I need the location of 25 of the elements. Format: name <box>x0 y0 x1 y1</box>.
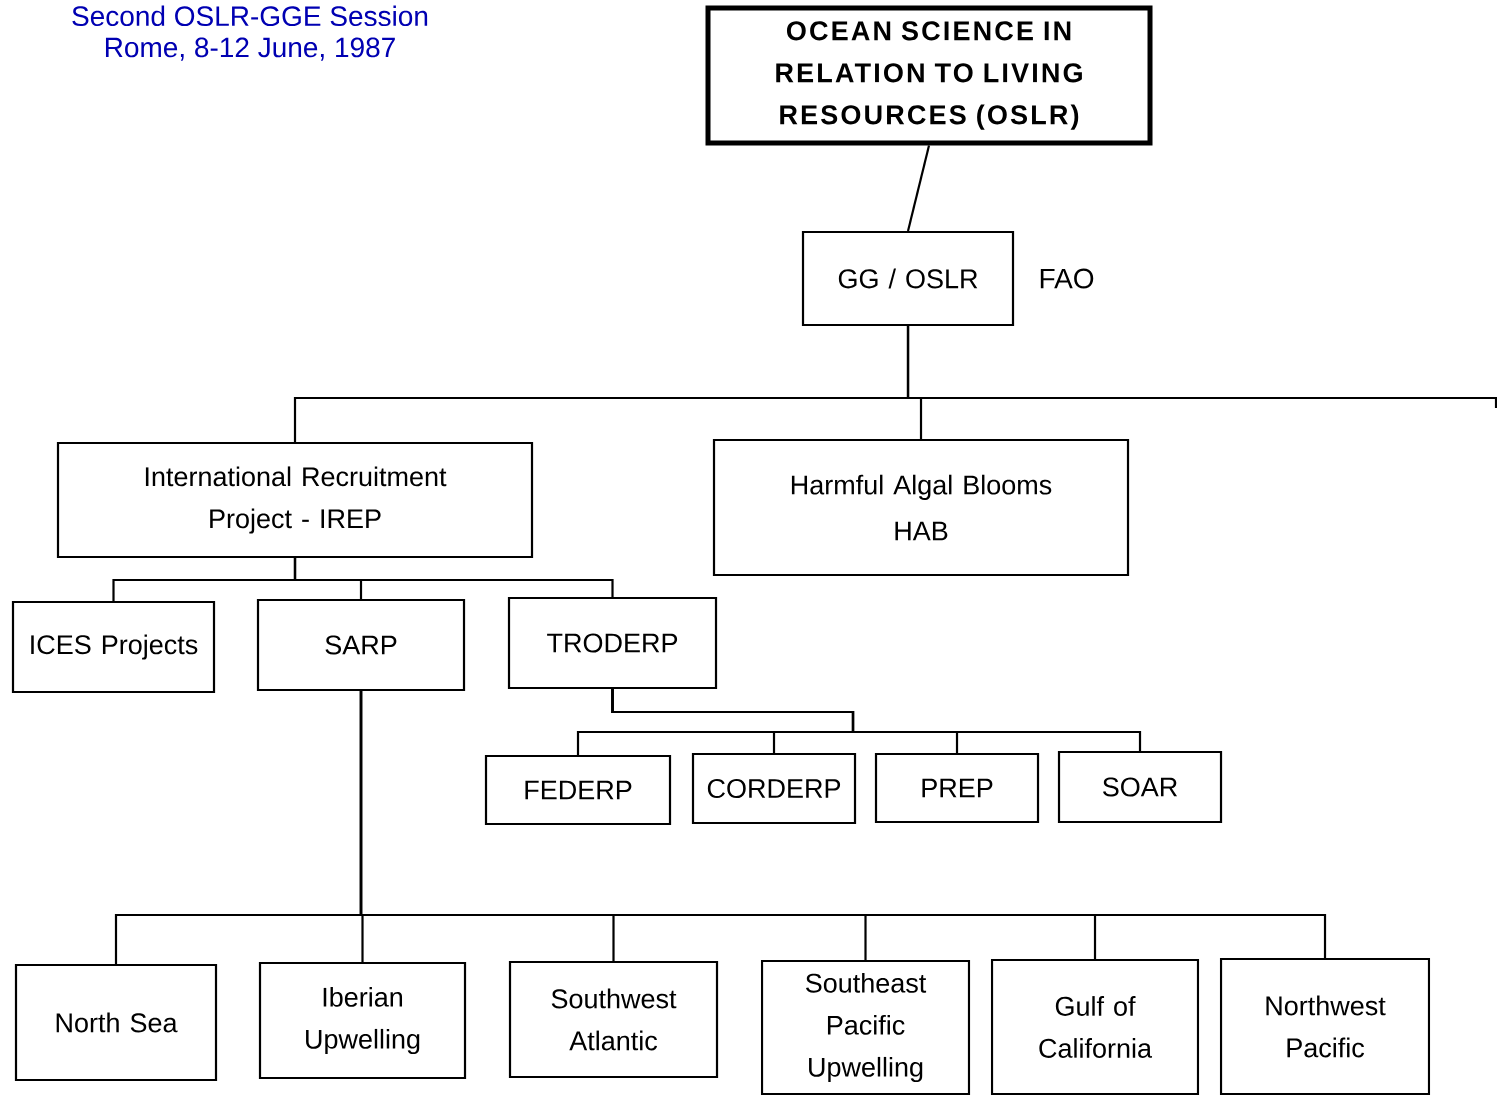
project-box: TRODERP <box>507 596 718 690</box>
project-box: ICES Projects <box>11 600 216 694</box>
header-text: Second OSLR-GGE Session <box>72 5 428 27</box>
connector-line <box>359 691 1327 958</box>
project-box: GG / OSLR <box>801 230 1015 327</box>
connector-line <box>906 326 1497 408</box>
project-box: Harmful Algal Blooms HAB <box>712 438 1130 577</box>
project-box: Southeast Pacific Upwelling <box>760 959 971 1096</box>
connector-line <box>293 558 614 597</box>
side-label: FAO <box>1040 268 1094 289</box>
title-box: OCEAN SCIENCE IN RELATION TO LIVING RESOURCES (OSLR) <box>705 5 1153 146</box>
project-box: Southwest Atlantic <box>508 960 719 1079</box>
project-box: PREP <box>874 752 1040 824</box>
project-box: SOAR <box>1057 750 1223 824</box>
connector-line <box>611 689 1142 751</box>
project-box: SARP <box>256 598 466 692</box>
project-box: Northwest Pacific <box>1219 957 1431 1096</box>
connector-line <box>906 145 931 232</box>
project-box: CORDERP <box>691 752 857 825</box>
project-box: Iberian Upwelling <box>258 961 467 1080</box>
project-box: North Sea <box>14 963 218 1082</box>
header-text: Rome, 8-12 June, 1987 <box>106 37 395 61</box>
project-box: FEDERP <box>484 754 672 826</box>
project-box: Gulf of California <box>990 958 1200 1096</box>
project-box: International Recruitment Project - IREP <box>56 441 534 559</box>
